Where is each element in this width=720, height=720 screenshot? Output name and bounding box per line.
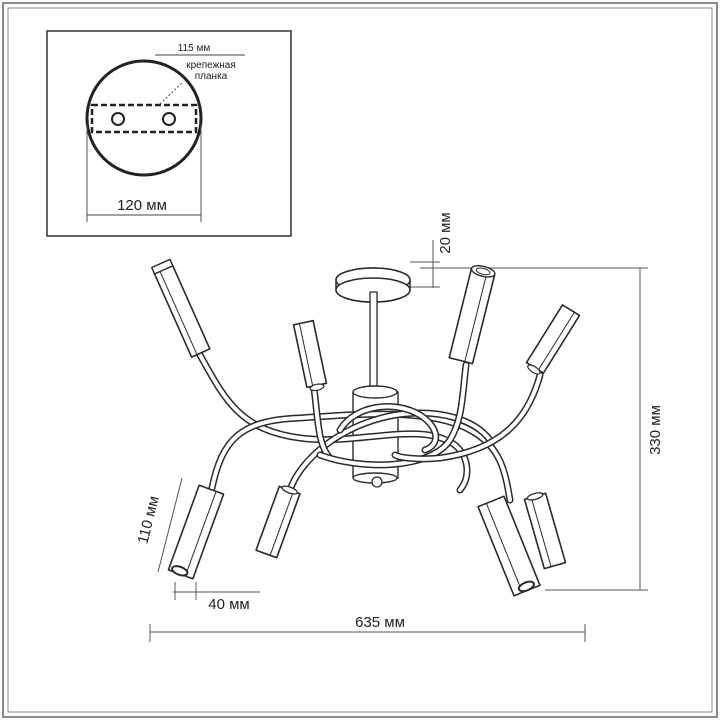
mounting-hole-left (111, 112, 125, 126)
inner-frame (7, 7, 713, 713)
shade-upper-center-right (448, 265, 496, 365)
hub-finial (371, 476, 383, 488)
shade-length-dim-line (157, 477, 183, 573)
canopy-top-view (85, 59, 203, 177)
mount-width-label: 115 мм (178, 43, 211, 54)
mount-plate-label-1: крепежная (186, 60, 236, 71)
canopy-height-label: 20 мм (437, 212, 454, 253)
shade-lower-left (167, 484, 225, 580)
shade-upper-right (525, 304, 581, 375)
plate-leader-line (159, 81, 184, 105)
shade-upper-center-left (292, 319, 328, 392)
mounting-detail-inset: 115 мм крепежная планка 120 мм (46, 30, 292, 237)
hub-top (352, 385, 398, 399)
total-height-label: 330 мм (647, 405, 664, 455)
shade-lower-center-left (255, 485, 301, 559)
shade-length-label: 110 мм (134, 494, 162, 545)
shade-upper-left (151, 258, 211, 358)
mount-plate-label-2: планка (195, 71, 228, 82)
canopy-diameter-label: 120 мм (117, 197, 167, 214)
stem (369, 291, 378, 389)
total-width-label: 635 мм (355, 614, 405, 631)
shade-lower-right (477, 495, 541, 597)
shade-lower-far-right (523, 492, 567, 570)
mounting-hole-right (162, 112, 176, 126)
chandelier (151, 258, 581, 597)
dimension-lines (149, 240, 648, 642)
shade-width-label: 40 мм (208, 596, 249, 613)
mounting-plate (90, 103, 198, 134)
